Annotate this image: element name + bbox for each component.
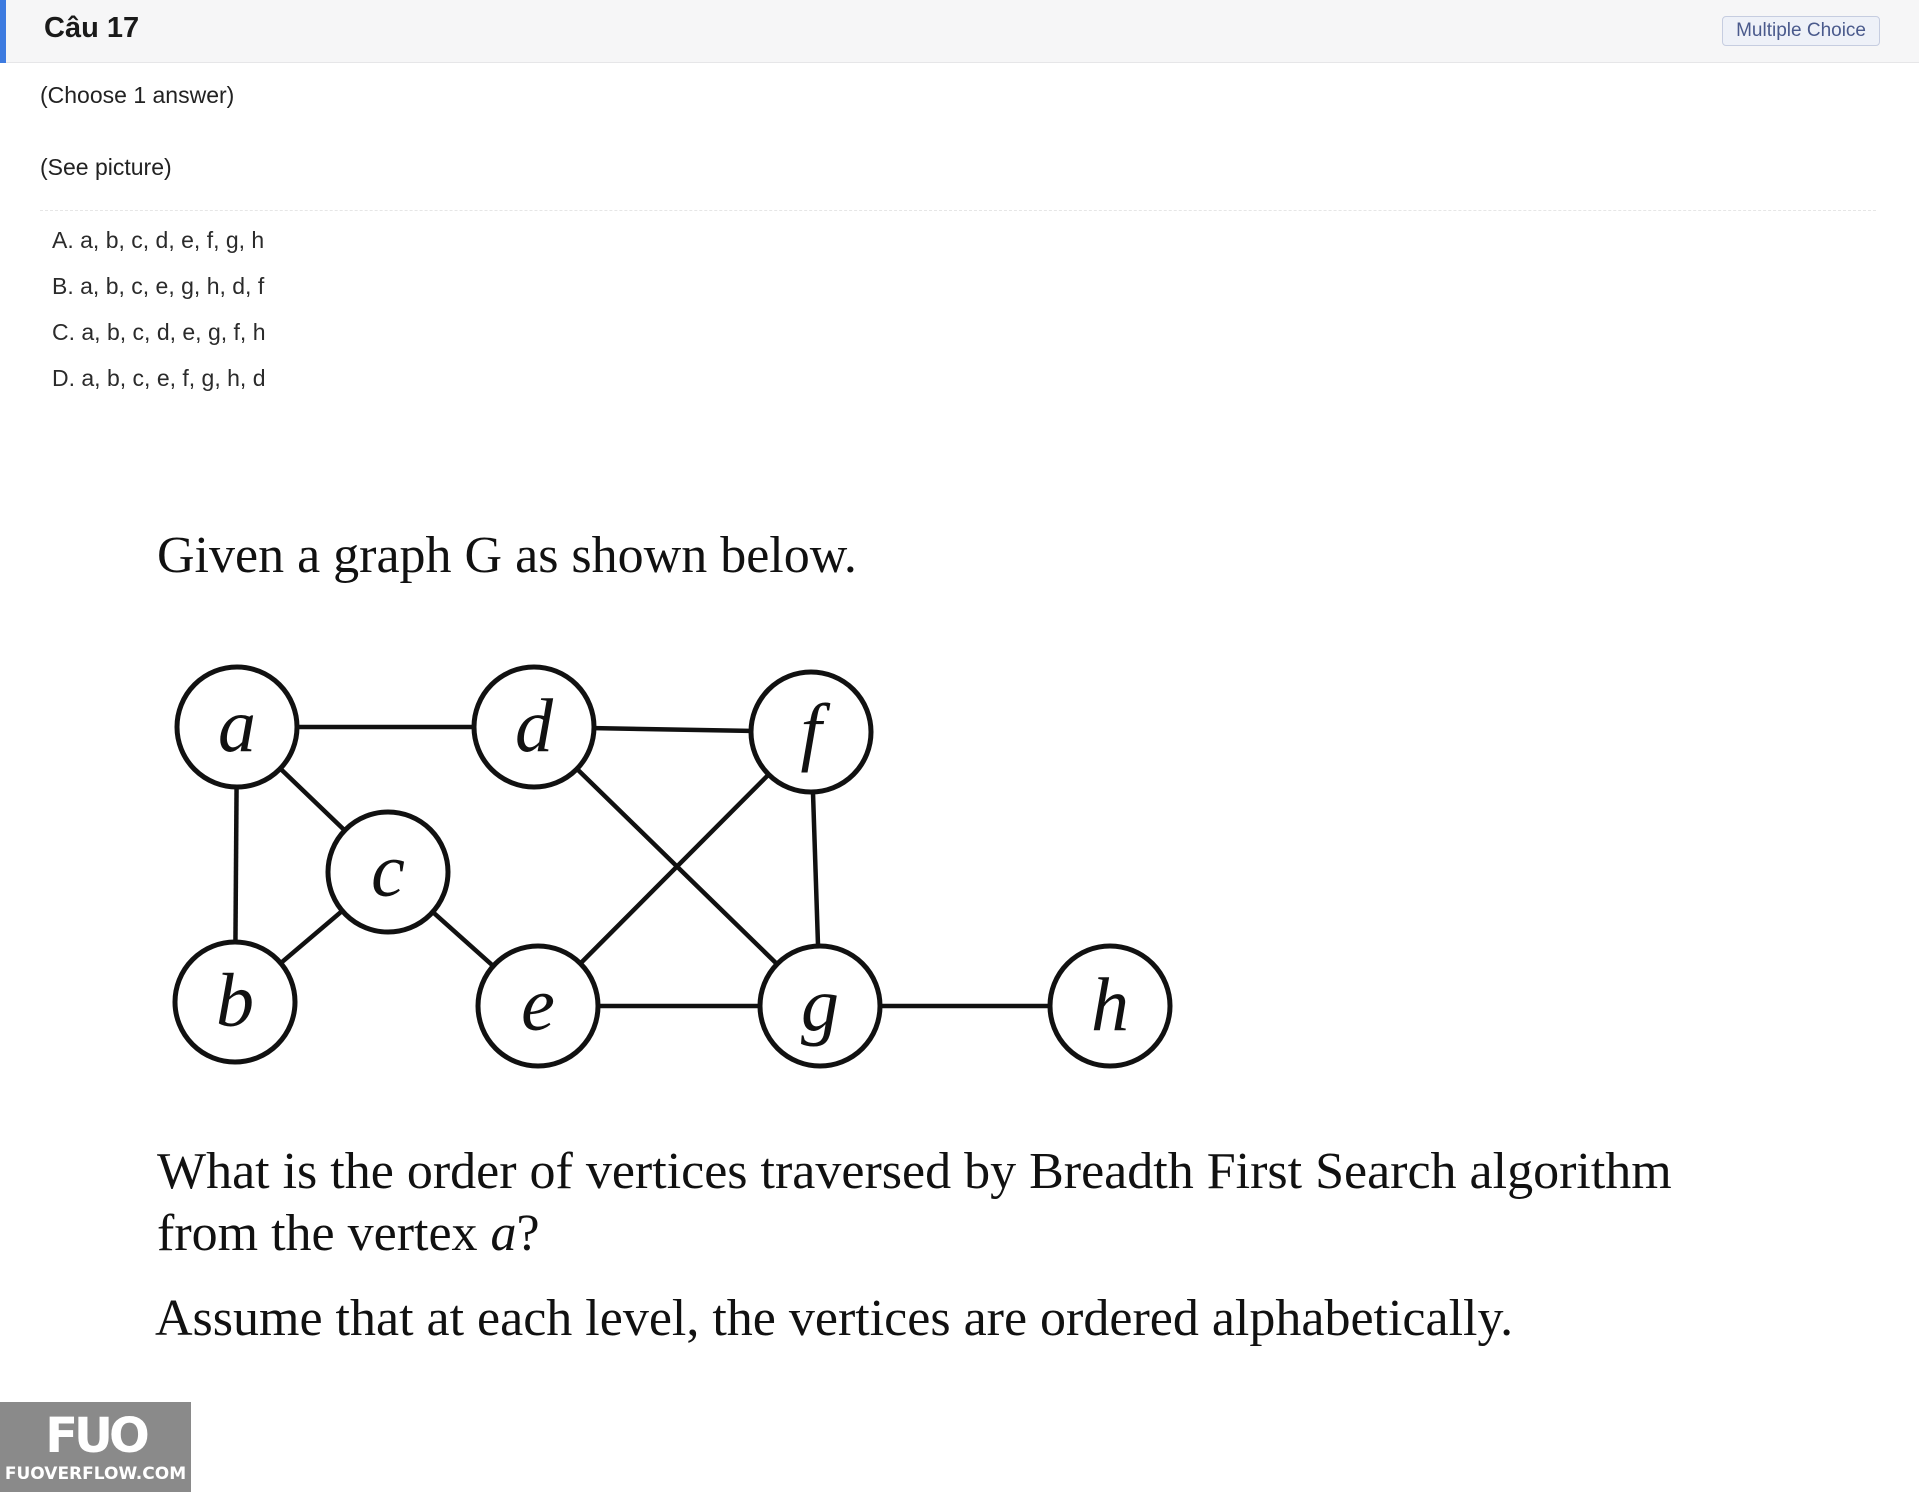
vertex-label: c [371,829,405,913]
question-header: Câu 17 Multiple Choice [0,0,1919,63]
header-accent-bar [0,0,6,63]
question-prompt: (See picture) [40,154,172,180]
vertex-label: g [801,963,839,1047]
vertex-circle [174,664,300,790]
graph-vertex-b: b [172,939,298,1065]
answer-option-b[interactable]: B. a, b, c, e, g, h, d, f [52,273,265,299]
image-intro-text: Given a graph G as shown below. [157,527,857,584]
divider [40,210,1876,211]
graph-vertex-c: c [325,809,451,935]
vertex-circle [471,664,597,790]
vertex-circle [757,943,883,1069]
watermark-site: FUOVERFLOW.COM [4,1464,187,1484]
graph-vertex-e: e [475,943,601,1069]
question-type-badge: Multiple Choice [1722,16,1880,46]
image-question-line1: What is the order of vertices traversed … [157,1143,1672,1200]
vertex-label: d [515,684,554,768]
answer-option-c[interactable]: C. a, b, c, d, e, g, f, h [52,319,266,345]
graph-vertex-g: g [757,943,883,1069]
vertex-circle [475,943,601,1069]
vertex-circle [1047,943,1173,1069]
graph-vertex-h: h [1047,943,1173,1069]
vertex-circle [325,809,451,935]
answer-option-d[interactable]: D. a, b, c, e, f, g, h, d [52,365,266,391]
vertex-circle [748,669,874,795]
graph-vertices: a b c d e f g h [172,664,1173,1069]
watermark-mark: FUO [45,1408,150,1464]
watermark-logo: FUO FUOVERFLOW.COM [0,1402,191,1492]
vertex-label: h [1091,963,1129,1047]
answer-option-a[interactable]: A. a, b, c, d, e, f, g, h [52,227,265,253]
graph-vertex-a: a [174,664,300,790]
graph-vertex-d: d [471,664,597,790]
graph-vertex-f: f [748,669,874,795]
vertex-label: a [218,684,256,768]
image-question-line2: from the vertex a? [157,1205,540,1262]
graph-edge-e-f [536,730,813,1008]
question-image: Given a graph G as shown below. a b c d e f g h… [155,527,1672,1347]
question-title: Câu 17 [44,12,140,44]
image-assumption-text: Assume that at each level, the vertices … [155,1290,1513,1347]
vertex-circle [172,939,298,1065]
vertex-label: b [216,959,254,1043]
question-instruction: (Choose 1 answer) [40,82,235,108]
vertex-label: e [521,963,555,1047]
